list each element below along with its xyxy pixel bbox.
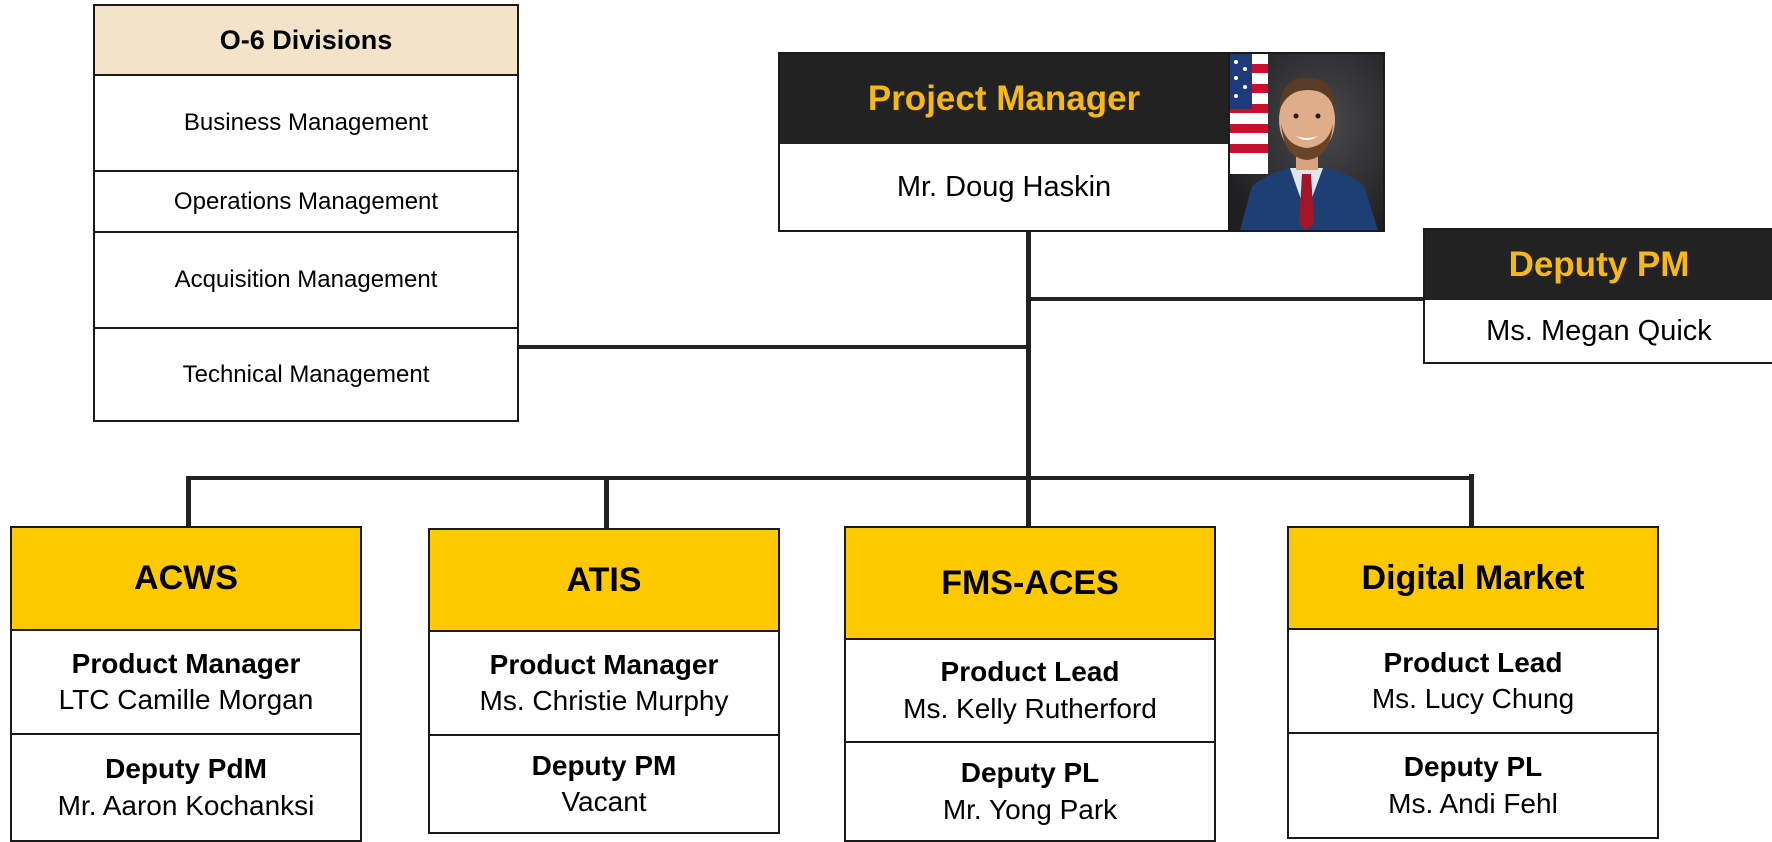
product-lead-name: Ms. Christie Murphy: [479, 685, 729, 716]
product-box-acws: ACWS Product Manager LTC Camille Morgan …: [10, 526, 362, 842]
product-title: FMS-ACES: [846, 528, 1214, 638]
connector-divisions: [518, 345, 1030, 349]
deputy-pm-name: Ms. Megan Quick: [1486, 314, 1712, 347]
connector-products-bus: [186, 476, 1474, 480]
product-deputy-cell: Deputy PL Mr. Yong Park: [846, 741, 1214, 840]
connector-pm-trunk: [1026, 230, 1031, 528]
division-technical-management: Technical Management: [95, 327, 517, 420]
division-business-management: Business Management: [95, 74, 517, 170]
product-deputy-cell: Deputy PdM Mr. Aaron Kochanksi: [12, 733, 360, 840]
project-manager-box: Project Manager Mr. Doug Haskin: [778, 52, 1230, 232]
product-lead-cell: Product Lead Ms. Kelly Rutherford: [846, 638, 1214, 741]
product-lead-name: Ms. Lucy Chung: [1371, 683, 1575, 714]
product-lead-name: LTC Camille Morgan: [58, 684, 314, 715]
product-lead-cell: Product Manager LTC Camille Morgan: [12, 629, 360, 733]
portrait-image: [1230, 54, 1383, 230]
product-deputy-name: Mr. Aaron Kochanksi: [57, 789, 315, 821]
deputy-pm-box: Deputy PM Ms. Megan Quick: [1423, 228, 1772, 364]
product-box-atis: ATIS Product Manager Ms. Christie Murphy…: [428, 528, 780, 834]
project-manager-name: Mr. Doug Haskin: [896, 170, 1112, 203]
connector-digital-market: [1469, 474, 1474, 528]
product-lead-role: Product Manager: [71, 647, 301, 679]
deputy-pm-title: Deputy PM: [1425, 230, 1772, 300]
product-lead-role: Product Lead: [1383, 646, 1563, 678]
connector-deputy-pm: [1028, 297, 1425, 301]
o6-divisions-title: O-6 Divisions: [95, 6, 517, 74]
product-deputy-name: Vacant: [561, 786, 647, 817]
division-operations-management: Operations Management: [95, 170, 517, 231]
project-manager-portrait: [1228, 52, 1385, 232]
product-deputy-name: Mr. Yong Park: [942, 793, 1118, 825]
product-deputy-role: Deputy PdM: [105, 753, 267, 785]
o6-divisions-box: O-6 Divisions Business Management Operat…: [93, 4, 519, 422]
product-deputy-role: Deputy PL: [1403, 751, 1543, 783]
product-title: ATIS: [430, 530, 778, 630]
product-deputy-cell: Deputy PL Ms. Andi Fehl: [1289, 732, 1657, 837]
division-acquisition-management: Acquisition Management: [95, 231, 517, 327]
product-title: ACWS: [12, 528, 360, 629]
product-title: Digital Market: [1289, 528, 1657, 628]
product-lead-cell: Product Lead Ms. Lucy Chung: [1289, 628, 1657, 732]
product-box-digital-market: Digital Market Product Lead Ms. Lucy Chu…: [1287, 526, 1659, 839]
product-deputy-name: Ms. Andi Fehl: [1388, 787, 1558, 819]
product-lead-role: Product Lead: [940, 656, 1120, 688]
product-box-fms-aces: FMS-ACES Product Lead Ms. Kelly Rutherfo…: [844, 526, 1216, 842]
product-deputy-role: Deputy PL: [960, 757, 1100, 789]
connector-acws: [186, 478, 191, 528]
project-manager-title: Project Manager: [780, 54, 1228, 144]
product-lead-name: Ms. Kelly Rutherford: [903, 692, 1157, 724]
product-lead-role: Product Manager: [489, 648, 719, 680]
connector-atis: [604, 478, 609, 528]
product-deputy-role: Deputy PM: [531, 749, 677, 781]
product-deputy-cell: Deputy PM Vacant: [430, 734, 778, 832]
product-lead-cell: Product Manager Ms. Christie Murphy: [430, 630, 778, 734]
